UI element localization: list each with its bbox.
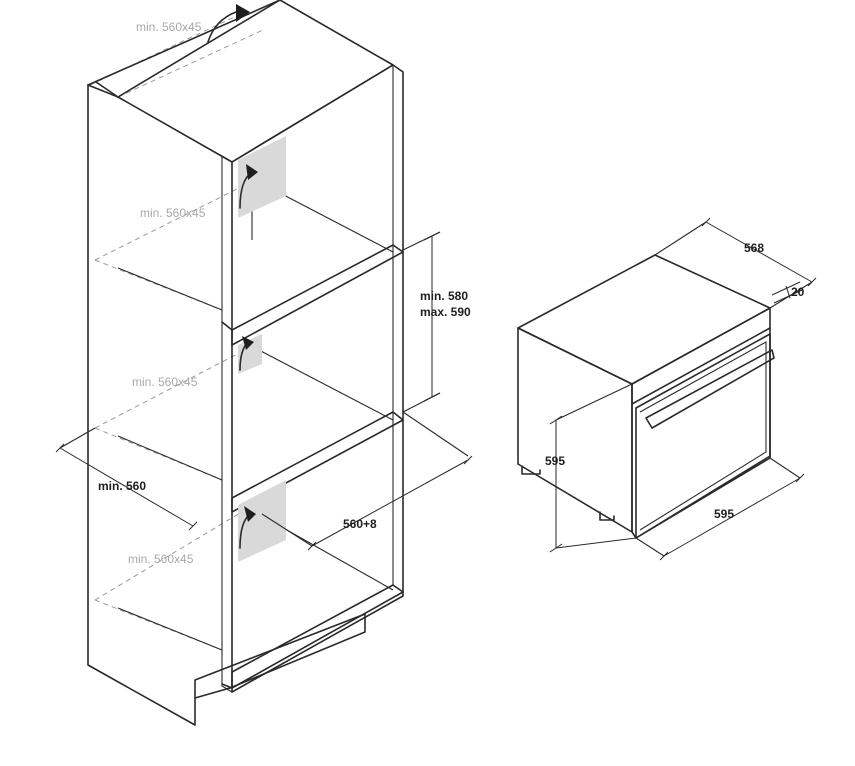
vent-area-lower <box>238 480 286 562</box>
shelf-middle <box>231 411 404 513</box>
oven: 568 20 595 595 <box>517 217 817 561</box>
dim-oven-front <box>771 281 803 304</box>
cabinet-left-panel <box>87 84 231 726</box>
vent-area-middle <box>238 334 262 374</box>
oven-front-label: 20 <box>791 285 805 299</box>
dim-oven-height <box>549 383 637 553</box>
vent-label-bottom: min. 560x45 <box>128 552 194 566</box>
oven-top <box>517 254 771 385</box>
shelf-floor <box>231 584 404 689</box>
vent-label-upper: min. 560x45 <box>140 206 206 220</box>
oven-depth-label: 568 <box>744 241 764 255</box>
vent-area-upper <box>238 136 286 218</box>
oven-height-label: 595 <box>545 454 565 468</box>
cabinet-front-frame <box>231 64 404 693</box>
shelf-upper <box>231 244 404 346</box>
dim-niche-height <box>402 231 441 413</box>
airflow-arrows <box>207 4 258 549</box>
oven-handle <box>645 349 775 429</box>
dim-oven-width <box>635 457 805 561</box>
cabinet-plinth <box>194 613 366 699</box>
tall-cabinet: min. 560x45 min. 560x45 min. 560x45 min.… <box>55 0 473 726</box>
dim-niche-width <box>55 427 198 531</box>
niche-depth-label: 560+8 <box>343 517 377 531</box>
oven-front-frame <box>631 307 771 539</box>
oven-width-label: 595 <box>714 507 734 521</box>
niche-height-min-label: min. 580 <box>420 289 468 303</box>
dim-niche-depth <box>261 411 473 551</box>
niche-height-max-label: max. 590 <box>420 305 471 319</box>
vent-label-top: min. 560x45 <box>136 20 202 34</box>
vent-label-middle: min. 560x45 <box>132 375 198 389</box>
niche-width-label: min. 560 <box>98 479 146 493</box>
oven-side <box>517 327 633 533</box>
